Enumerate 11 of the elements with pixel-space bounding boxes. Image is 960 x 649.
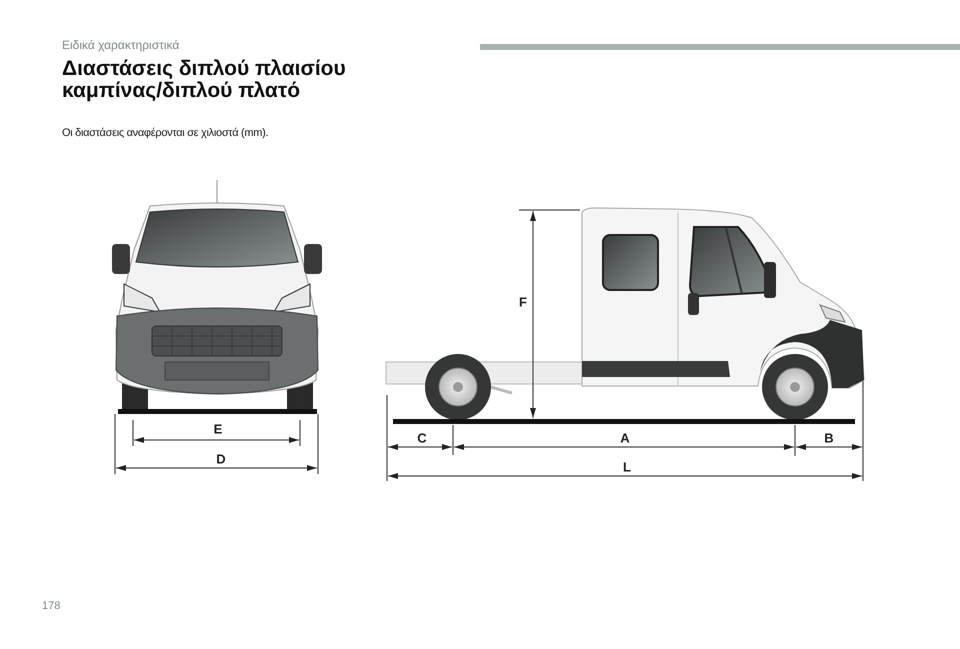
dimension-label: D: [216, 452, 226, 466]
page-title: Διαστάσεις διπλού πλαισίου καμπίνας/διπλού πλατό: [62, 58, 347, 102]
page-number: 178: [42, 600, 60, 612]
dimension-label: A: [620, 430, 630, 446]
dimension-label: E: [214, 422, 222, 436]
dimension-label: C: [417, 430, 427, 446]
units-note: Οι διαστάσεις αναφέρονται σε χιλιοστά (mm).: [62, 127, 268, 139]
dimension-label: B: [824, 430, 834, 446]
section-header: Ειδικά χαρακτηριστικά: [62, 38, 180, 52]
dimension-label: L: [623, 460, 631, 474]
dimension-label: F: [519, 294, 527, 310]
